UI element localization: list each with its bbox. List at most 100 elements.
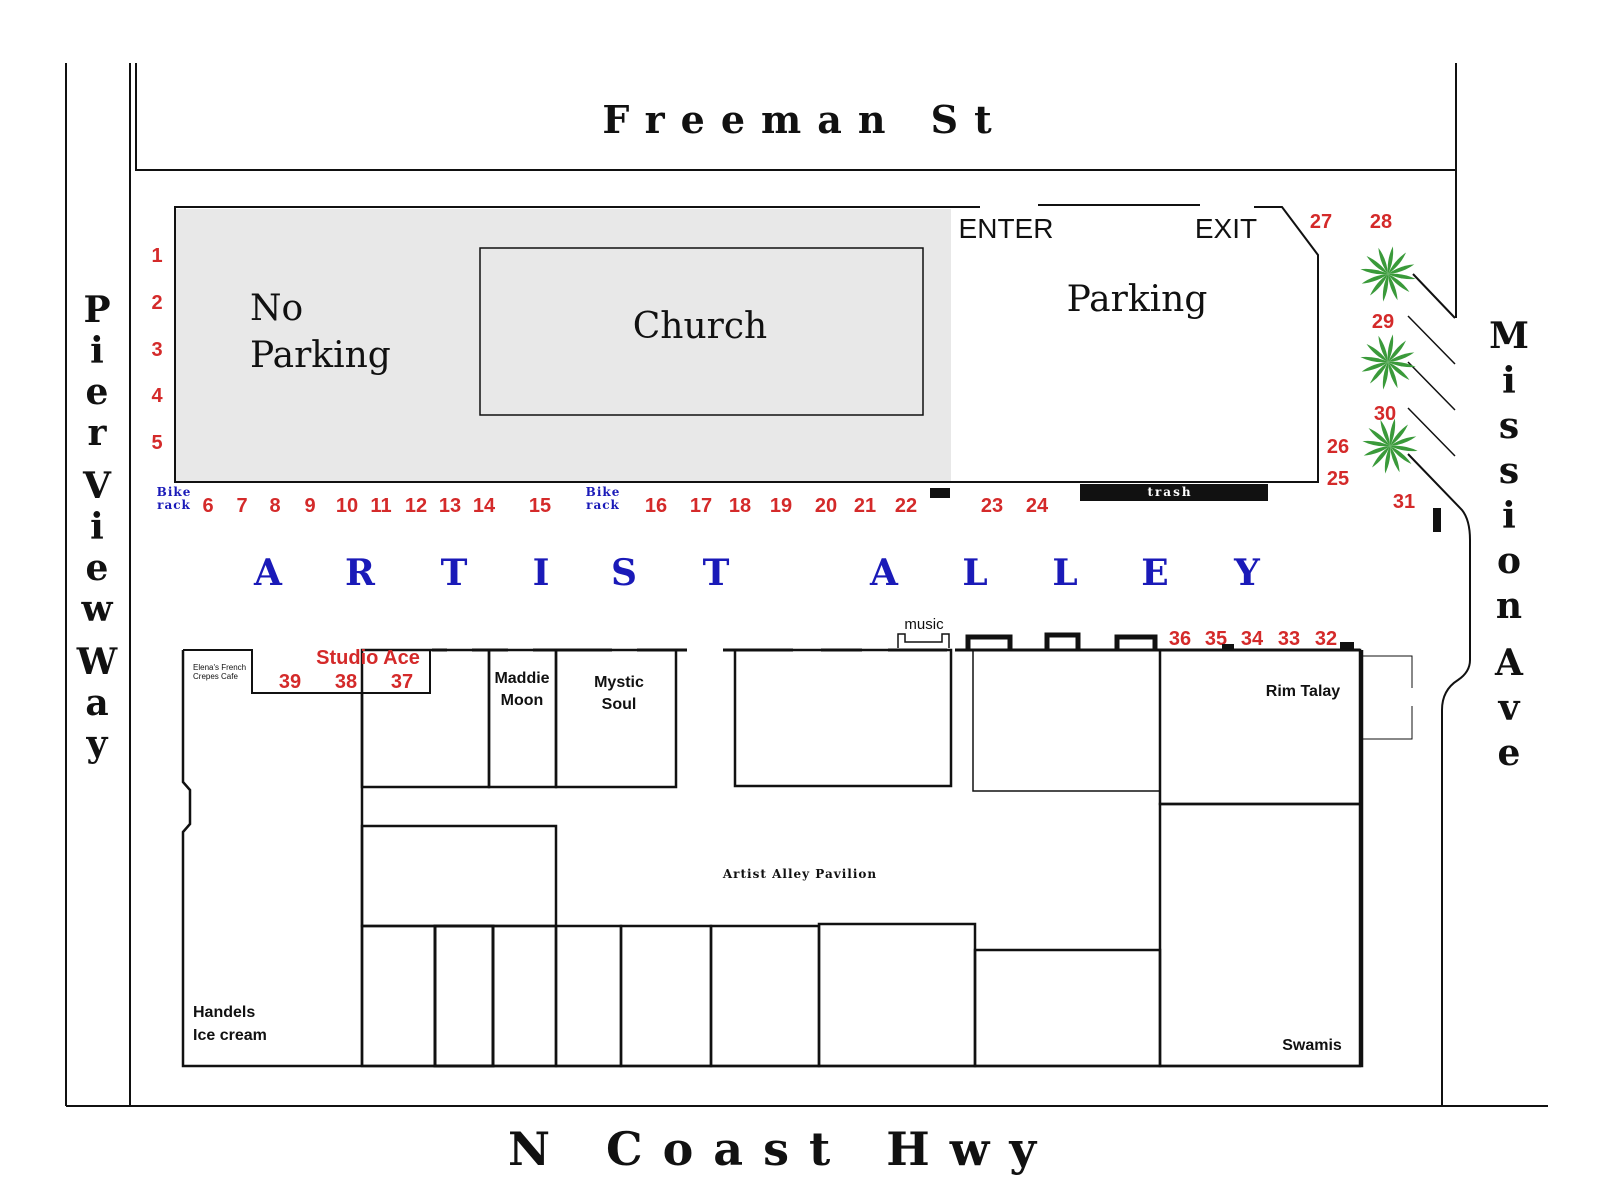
shop-handels-line2: Ice cream [193, 1027, 267, 1044]
street-name-south: N Coast Hwy [508, 1122, 1056, 1176]
pavilion-buildings [181, 648, 1413, 1068]
street-letter: i [90, 506, 104, 548]
booth-number: 25 [1327, 468, 1349, 490]
palm-frond [1372, 446, 1390, 468]
palm-frond [1390, 436, 1417, 446]
street-letter: a [85, 682, 108, 724]
palm-frond [1388, 252, 1406, 274]
palm-frond [1360, 268, 1388, 275]
palm-frond [1387, 246, 1394, 274]
booth-number: 28 [1370, 211, 1392, 233]
street-letter: i [1502, 360, 1516, 402]
artist-alley-letter: S [611, 552, 637, 594]
booth-number: 8 [269, 495, 280, 517]
palm-frond [1363, 446, 1390, 456]
enter-label: ENTER [959, 213, 1054, 244]
booth-number: 19 [770, 495, 792, 517]
street-letter: A [1494, 642, 1524, 684]
booth-number: 29 [1372, 311, 1394, 333]
palm-tree-icon [1360, 334, 1416, 390]
trash-bar [1080, 484, 1268, 501]
palm-frond [1388, 362, 1398, 389]
shop-mystic-soul-line2: Soul [602, 696, 637, 713]
street-letter: v [1498, 687, 1521, 729]
booth-number: 11 [370, 495, 391, 517]
palm-frond [1370, 362, 1388, 384]
shop-maddie-moon-line1: Maddie [494, 670, 549, 687]
pavilion-label: Artist Alley Pavilion [722, 867, 877, 881]
booth-number: 38 [335, 671, 357, 693]
booth-number: 5 [151, 432, 162, 454]
palm-frond [1388, 352, 1415, 362]
palm-frond [1389, 418, 1396, 446]
palm-frond [1388, 340, 1406, 362]
palm-frond [1390, 446, 1400, 473]
booth-number: 39 [279, 671, 301, 693]
booth-number: 20 [815, 495, 837, 517]
palm-frond [1388, 274, 1398, 301]
booth-number: 12 [405, 495, 427, 517]
palm-frond [1390, 445, 1418, 452]
booth-number: 33 [1278, 628, 1300, 650]
church-block [174, 204, 1319, 483]
shop-swamis: Swamis [1282, 1037, 1342, 1054]
church-label: Church [633, 306, 767, 347]
no-parking-label-line2: Parking [250, 335, 391, 376]
booth-number: 31 [1393, 491, 1415, 513]
street-letter: e [86, 547, 109, 589]
palm-tree-icon [1360, 246, 1416, 302]
palm-frond [1388, 274, 1410, 292]
no-parking-label-line1: No [250, 288, 303, 329]
street-outlines [65, 63, 1548, 1107]
palm-frond [1368, 428, 1390, 446]
booth-number: 15 [529, 495, 551, 517]
palm-frond [1388, 361, 1416, 368]
artist-alley-letter: L [962, 552, 987, 594]
booth-number: 7 [236, 495, 247, 517]
parking-label: Parking [1067, 279, 1208, 320]
palm-frond [1382, 362, 1389, 390]
booth-number: 3 [151, 339, 162, 361]
street-letter: o [1497, 540, 1521, 582]
palm-frond [1370, 274, 1388, 296]
palm-tree-icon [1362, 418, 1418, 474]
booth-number: 14 [473, 495, 496, 517]
bike-rack-label: rack [157, 498, 191, 512]
street-letter: e [1498, 732, 1521, 774]
booth-number: 17 [690, 495, 712, 517]
street-letter: M [1489, 315, 1529, 357]
booth-number: 32 [1315, 628, 1337, 650]
booth-number: 21 [854, 495, 876, 517]
artist-alley-letter: E [1141, 552, 1168, 594]
booth-number: 37 [391, 671, 413, 693]
palm-frond [1387, 334, 1394, 362]
booth-number: 13 [439, 495, 461, 517]
artist-alley-letter: A [869, 552, 899, 594]
palm-frond [1388, 362, 1410, 380]
palm-frond [1378, 335, 1388, 362]
booth-number: 18 [729, 495, 751, 517]
booth-number: 2 [151, 292, 162, 314]
booth-number: 1 [151, 245, 162, 267]
bike-rack-label: Bike [157, 485, 192, 499]
artist-alley-letter: L [1052, 552, 1077, 594]
street-letter: e [86, 371, 109, 413]
booth-number: 26 [1327, 436, 1349, 458]
palm-frond [1360, 356, 1388, 363]
booth-number: 22 [895, 495, 917, 517]
artist-alley-letter: Y [1233, 552, 1261, 594]
street-letter: V [82, 465, 112, 507]
marker-small-2 [1433, 508, 1441, 532]
booth-number: 4 [151, 385, 163, 407]
palm-frond [1388, 264, 1415, 274]
artist-alley-letter: I [533, 552, 550, 594]
shop-mystic-soul-line1: Mystic [594, 674, 644, 691]
artist-alley-letter: T [703, 552, 730, 594]
street-letter: i [1502, 495, 1516, 537]
street-name-north: Freeman St [602, 97, 1007, 142]
shop-handels-line1: Handels [193, 1004, 255, 1021]
